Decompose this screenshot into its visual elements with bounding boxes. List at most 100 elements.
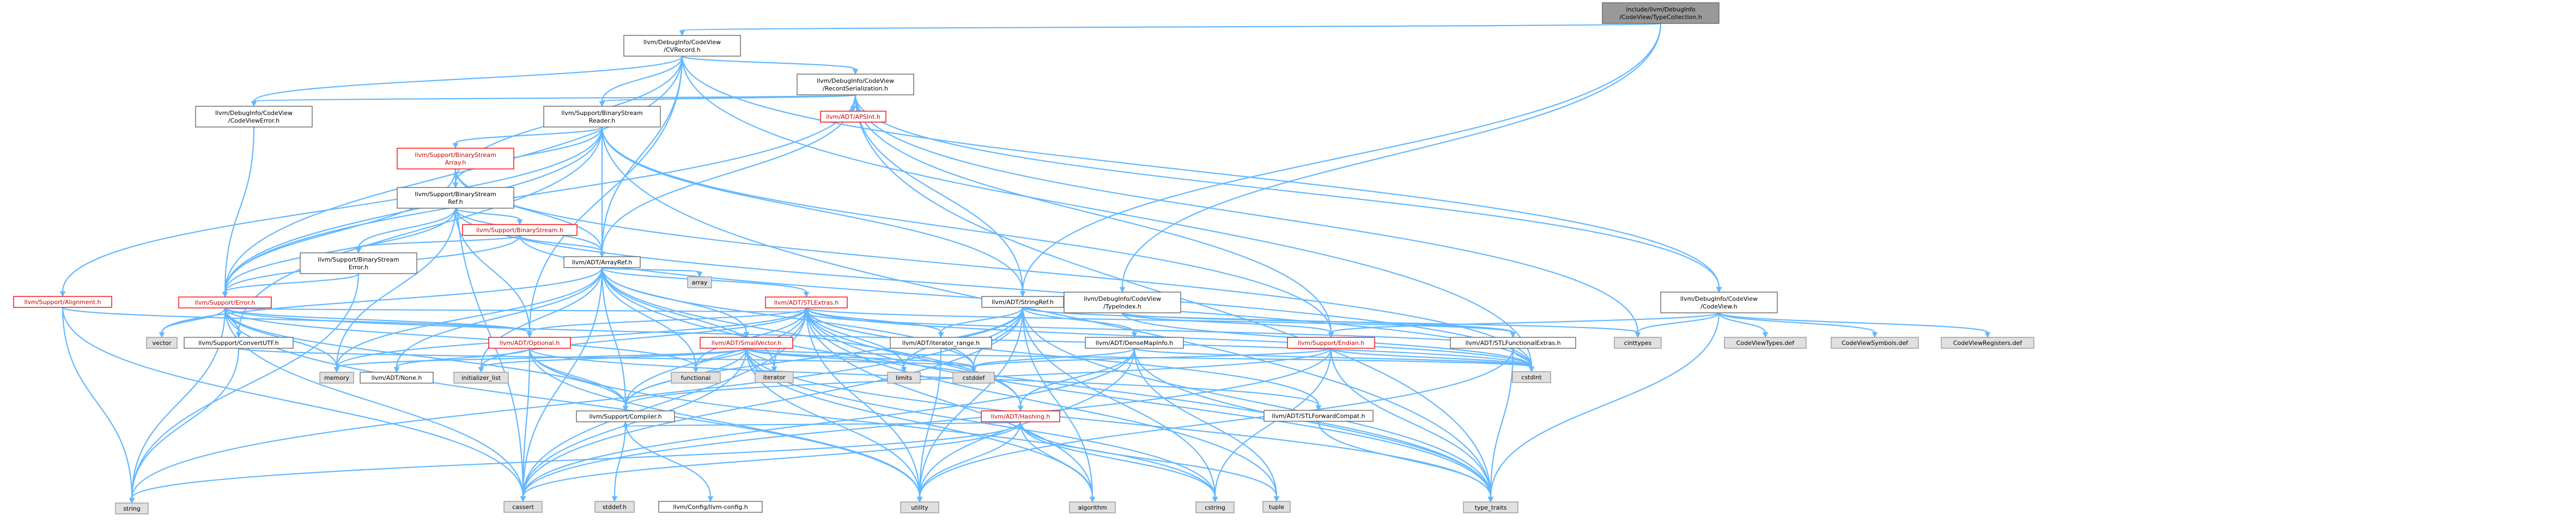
node-box xyxy=(594,501,635,513)
edge-arrowhead xyxy=(355,247,362,254)
node-box xyxy=(146,337,178,349)
graph-node-densemapinfo[interactable]: llvm/ADT/DenseMapInfo.h xyxy=(1085,337,1184,349)
node-box xyxy=(1941,337,2034,349)
edge-arrowhead xyxy=(235,332,242,338)
node-box xyxy=(115,502,149,514)
graph-node-stlfwd[interactable]: llvm/ADT/STLForwardCompat.h xyxy=(1263,410,1374,422)
node-label: llvm/Support/Compiler.h xyxy=(589,413,661,420)
graph-node-codeview[interactable]: llvm/DebugInfo/CodeView/CodeView.h xyxy=(1660,292,1778,313)
graph-node-stlextras[interactable]: llvm/ADT/STLExtras.h xyxy=(765,296,848,308)
node-label: llvm/Support/BinaryStream xyxy=(415,152,496,159)
node-box xyxy=(195,106,313,128)
graph-node-cvtypesdef: CodeViewTypes.def xyxy=(1724,337,1807,349)
graph-node-error[interactable]: llvm/Support/Error.h xyxy=(178,296,272,308)
graph-node-utility: utility xyxy=(900,501,939,513)
graph-node-cassert: cassert xyxy=(503,501,543,513)
dependency-edge xyxy=(745,347,1533,368)
dependency-edge xyxy=(224,272,360,293)
dependency-edge xyxy=(528,348,921,498)
node-box xyxy=(1512,371,1551,383)
edge-arrowhead xyxy=(1119,287,1126,293)
dependency-edge xyxy=(1718,312,1989,334)
node-label: memory xyxy=(324,374,349,381)
node-box xyxy=(488,337,571,349)
dependency-edge xyxy=(624,307,807,407)
dependency-edge xyxy=(601,267,1492,498)
graph-node-compiler[interactable]: llvm/Support/Compiler.h xyxy=(576,410,675,422)
graph-node-recser[interactable]: llvm/DebugInfo/CodeView/RecordSerializat… xyxy=(797,74,914,95)
dependency-edge xyxy=(224,56,683,293)
node-box xyxy=(700,337,793,349)
edge-arrowhead xyxy=(1315,405,1322,411)
graph-node-cverror[interactable]: llvm/DebugInfo/CodeView/CodeViewError.h xyxy=(195,106,313,128)
dependency-edge xyxy=(1637,312,1720,333)
graph-node-endian[interactable]: llvm/Support/Endian.h xyxy=(1287,337,1375,349)
node-box xyxy=(1724,337,1807,349)
graph-node-alignment[interactable]: llvm/Support/Alignment.h xyxy=(13,296,112,308)
dependency-edge xyxy=(238,347,975,368)
node-label: /TypeIndex.h xyxy=(1103,303,1141,310)
node-box xyxy=(1195,501,1235,513)
edge-arrowhead xyxy=(1510,332,1516,338)
graph-node-functional: functional xyxy=(671,372,721,384)
dependency-edge xyxy=(601,94,856,102)
node-box xyxy=(1660,292,1778,313)
dependency-edge xyxy=(336,208,457,368)
dependency-edges xyxy=(59,22,1991,504)
node-label: iterator xyxy=(763,374,786,381)
dependency-edge xyxy=(1022,307,1135,333)
graph-node-llvmconfig[interactable]: llvm/Config/llvm-config.h xyxy=(658,501,763,513)
dependency-edge xyxy=(224,307,1533,367)
graph-node-cstring: cstring xyxy=(1195,501,1235,513)
dependency-edge xyxy=(919,421,1022,498)
graph-node-cvrecord[interactable]: llvm/DebugInfo/CodeView/CVRecord.h xyxy=(623,35,741,57)
graph-node-root[interactable]: include/llvm/DebugInfo/CodeView/TypeColl… xyxy=(1602,2,1720,24)
node-label: array xyxy=(692,279,708,286)
edge-arrowhead xyxy=(1716,287,1722,293)
dependency-edge xyxy=(624,421,1022,428)
graph-node-typeindex[interactable]: llvm/DebugInfo/CodeView/TypeIndex.h xyxy=(1064,292,1181,313)
graph-node-smallvector[interactable]: llvm/ADT/SmallVector.h xyxy=(700,337,793,349)
graph-node-optional[interactable]: llvm/ADT/Optional.h xyxy=(488,337,571,349)
edge-arrowhead xyxy=(901,367,907,373)
edge-arrowhead xyxy=(393,367,400,373)
graph-node-iterrange[interactable]: llvm/ADT/iterator_range.h xyxy=(890,337,992,349)
dependency-edge xyxy=(973,347,1332,368)
node-box xyxy=(671,372,721,384)
graph-node-iterator: iterator xyxy=(755,371,794,383)
dependency-edge xyxy=(62,307,524,497)
node-box xyxy=(1831,337,1919,349)
node-label: algorithm xyxy=(1078,504,1107,511)
node-box xyxy=(1085,337,1184,349)
edge-arrowhead xyxy=(1089,496,1096,503)
node-label: CodeViewTypes.def xyxy=(1736,340,1795,347)
edge-arrowhead xyxy=(1131,332,1138,338)
node-box xyxy=(563,256,641,268)
graph-node-apsint[interactable]: llvm/ADT/APSInt.h xyxy=(820,111,886,123)
edge-arrowhead xyxy=(1984,332,1991,338)
graph-node-convertutf[interactable]: llvm/Support/ConvertUTF.h xyxy=(184,337,294,349)
dependency-edge xyxy=(224,94,856,293)
dependency-edge xyxy=(62,307,133,499)
dependency-edge xyxy=(454,126,603,144)
node-label: llvm/Support/BinaryStream xyxy=(561,110,642,117)
node-label: /RecordSerialization.h xyxy=(823,85,888,92)
edge-arrowhead xyxy=(622,421,629,427)
graph-node-arrayref[interactable]: llvm/ADT/ArrayRef.h xyxy=(563,256,641,268)
graph-node-stringref[interactable]: llvm/ADT/StringRef.h xyxy=(981,296,1064,308)
dependency-edge xyxy=(522,348,748,497)
graph-node-initlist: initializer_list xyxy=(453,372,509,384)
graph-node-hashing[interactable]: llvm/ADT/Hashing.h xyxy=(981,410,1060,422)
graph-node-none[interactable]: llvm/ADT/None.h xyxy=(360,372,434,384)
dependency-edge xyxy=(919,307,1024,498)
node-box xyxy=(900,501,939,513)
graph-node-bstream[interactable]: llvm/Support/BinaryStream.h xyxy=(462,224,578,236)
node-box xyxy=(981,410,1060,422)
dependency-edge xyxy=(62,126,603,292)
graph-node-stlfunc[interactable]: llvm/ADT/STLFunctionalExtras.h xyxy=(1450,337,1576,349)
dependency-edge xyxy=(1330,347,1533,368)
